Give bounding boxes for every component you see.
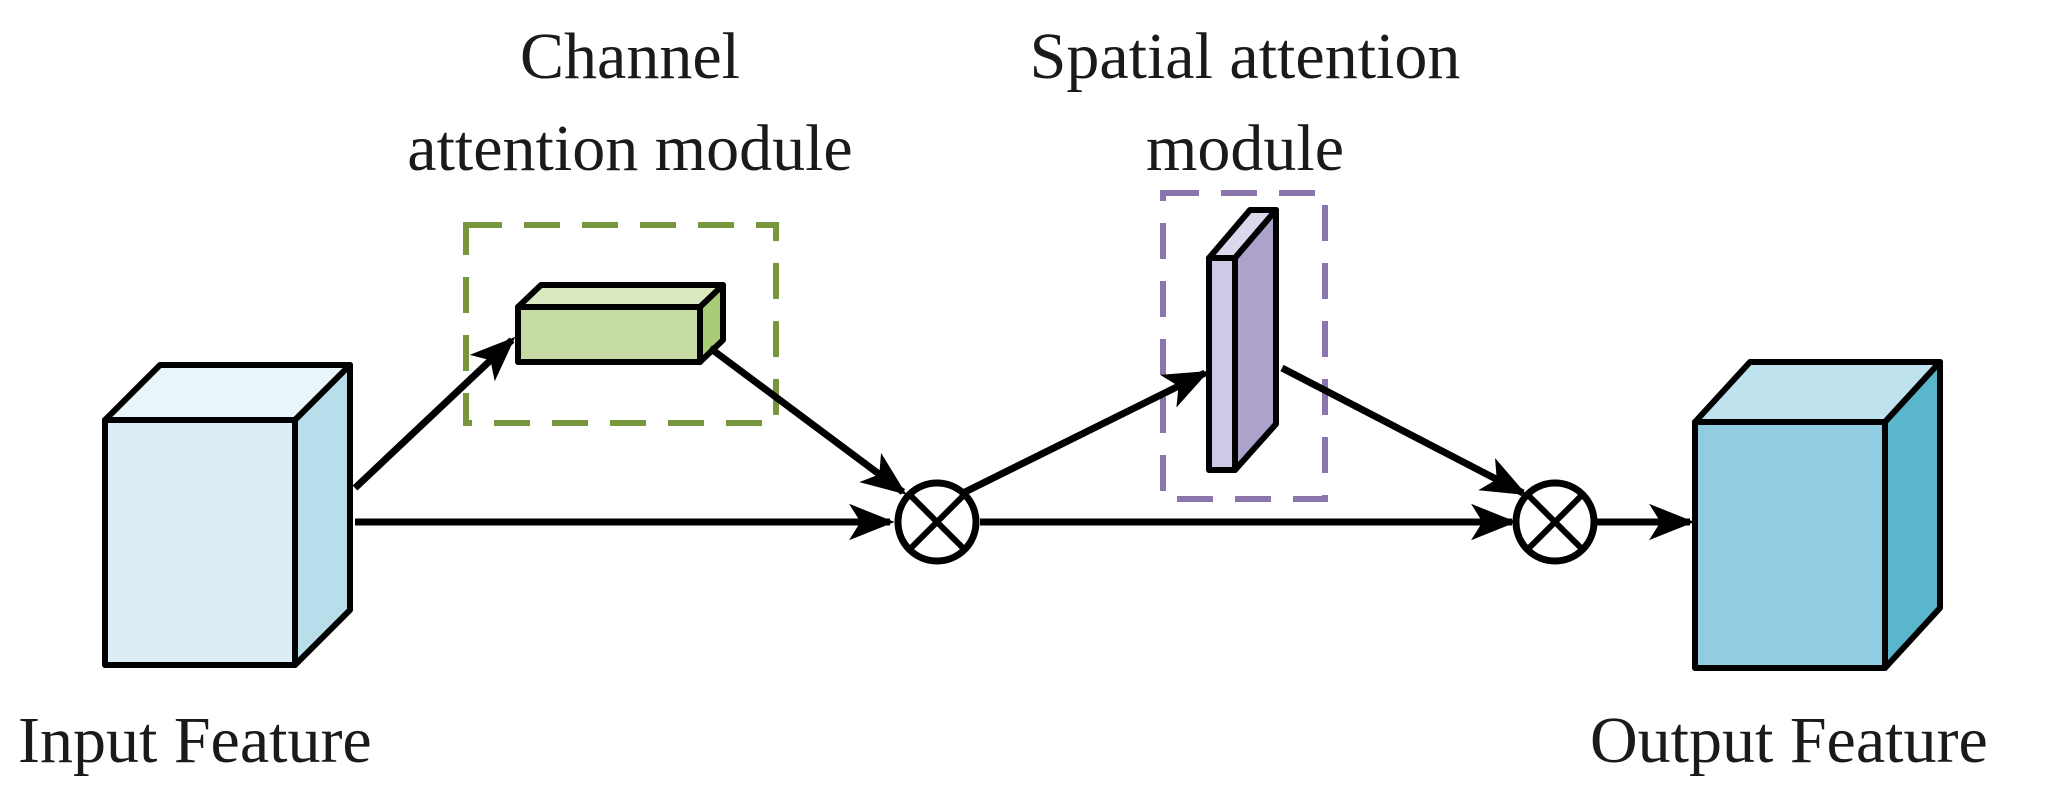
channel-attention-block <box>515 282 726 365</box>
spatial-attention-block <box>1206 207 1279 473</box>
input-feature-cube <box>102 362 353 668</box>
arrow-multiply-1-to-spatial <box>963 369 1210 496</box>
channel-module-label-line2: attention module <box>407 112 852 185</box>
spatial-module-label-line1: Spatial attention <box>1030 20 1461 93</box>
output-cube-front-face <box>1692 419 1888 671</box>
multiply-operator-2 <box>1512 479 1598 565</box>
spatial-module-label-line2: module <box>1146 112 1344 185</box>
multiply-operator-1 <box>894 479 980 565</box>
arrow-spatial-to-multiply-2 <box>1280 364 1528 497</box>
channel-block-top-face <box>515 282 726 310</box>
input-cube-front-face <box>102 417 298 668</box>
input-cube-side-face <box>292 362 353 668</box>
channel-attention-dashed-box <box>463 222 779 426</box>
arrow-channel-to-multiply-1 <box>707 345 907 495</box>
output-feature-label: Output Feature <box>1590 704 1988 777</box>
spatial-attention-dashed-box <box>1160 190 1328 502</box>
arrow-input-to-channel <box>352 336 516 491</box>
spatial-block-front-face <box>1232 207 1279 473</box>
spatial-block-side-face <box>1206 255 1238 473</box>
input-feature-label: Input Feature <box>18 704 372 777</box>
channel-block-front-face <box>515 304 703 365</box>
output-feature-cube <box>1692 359 1943 671</box>
channel-module-label-line1: Channel <box>520 20 740 93</box>
